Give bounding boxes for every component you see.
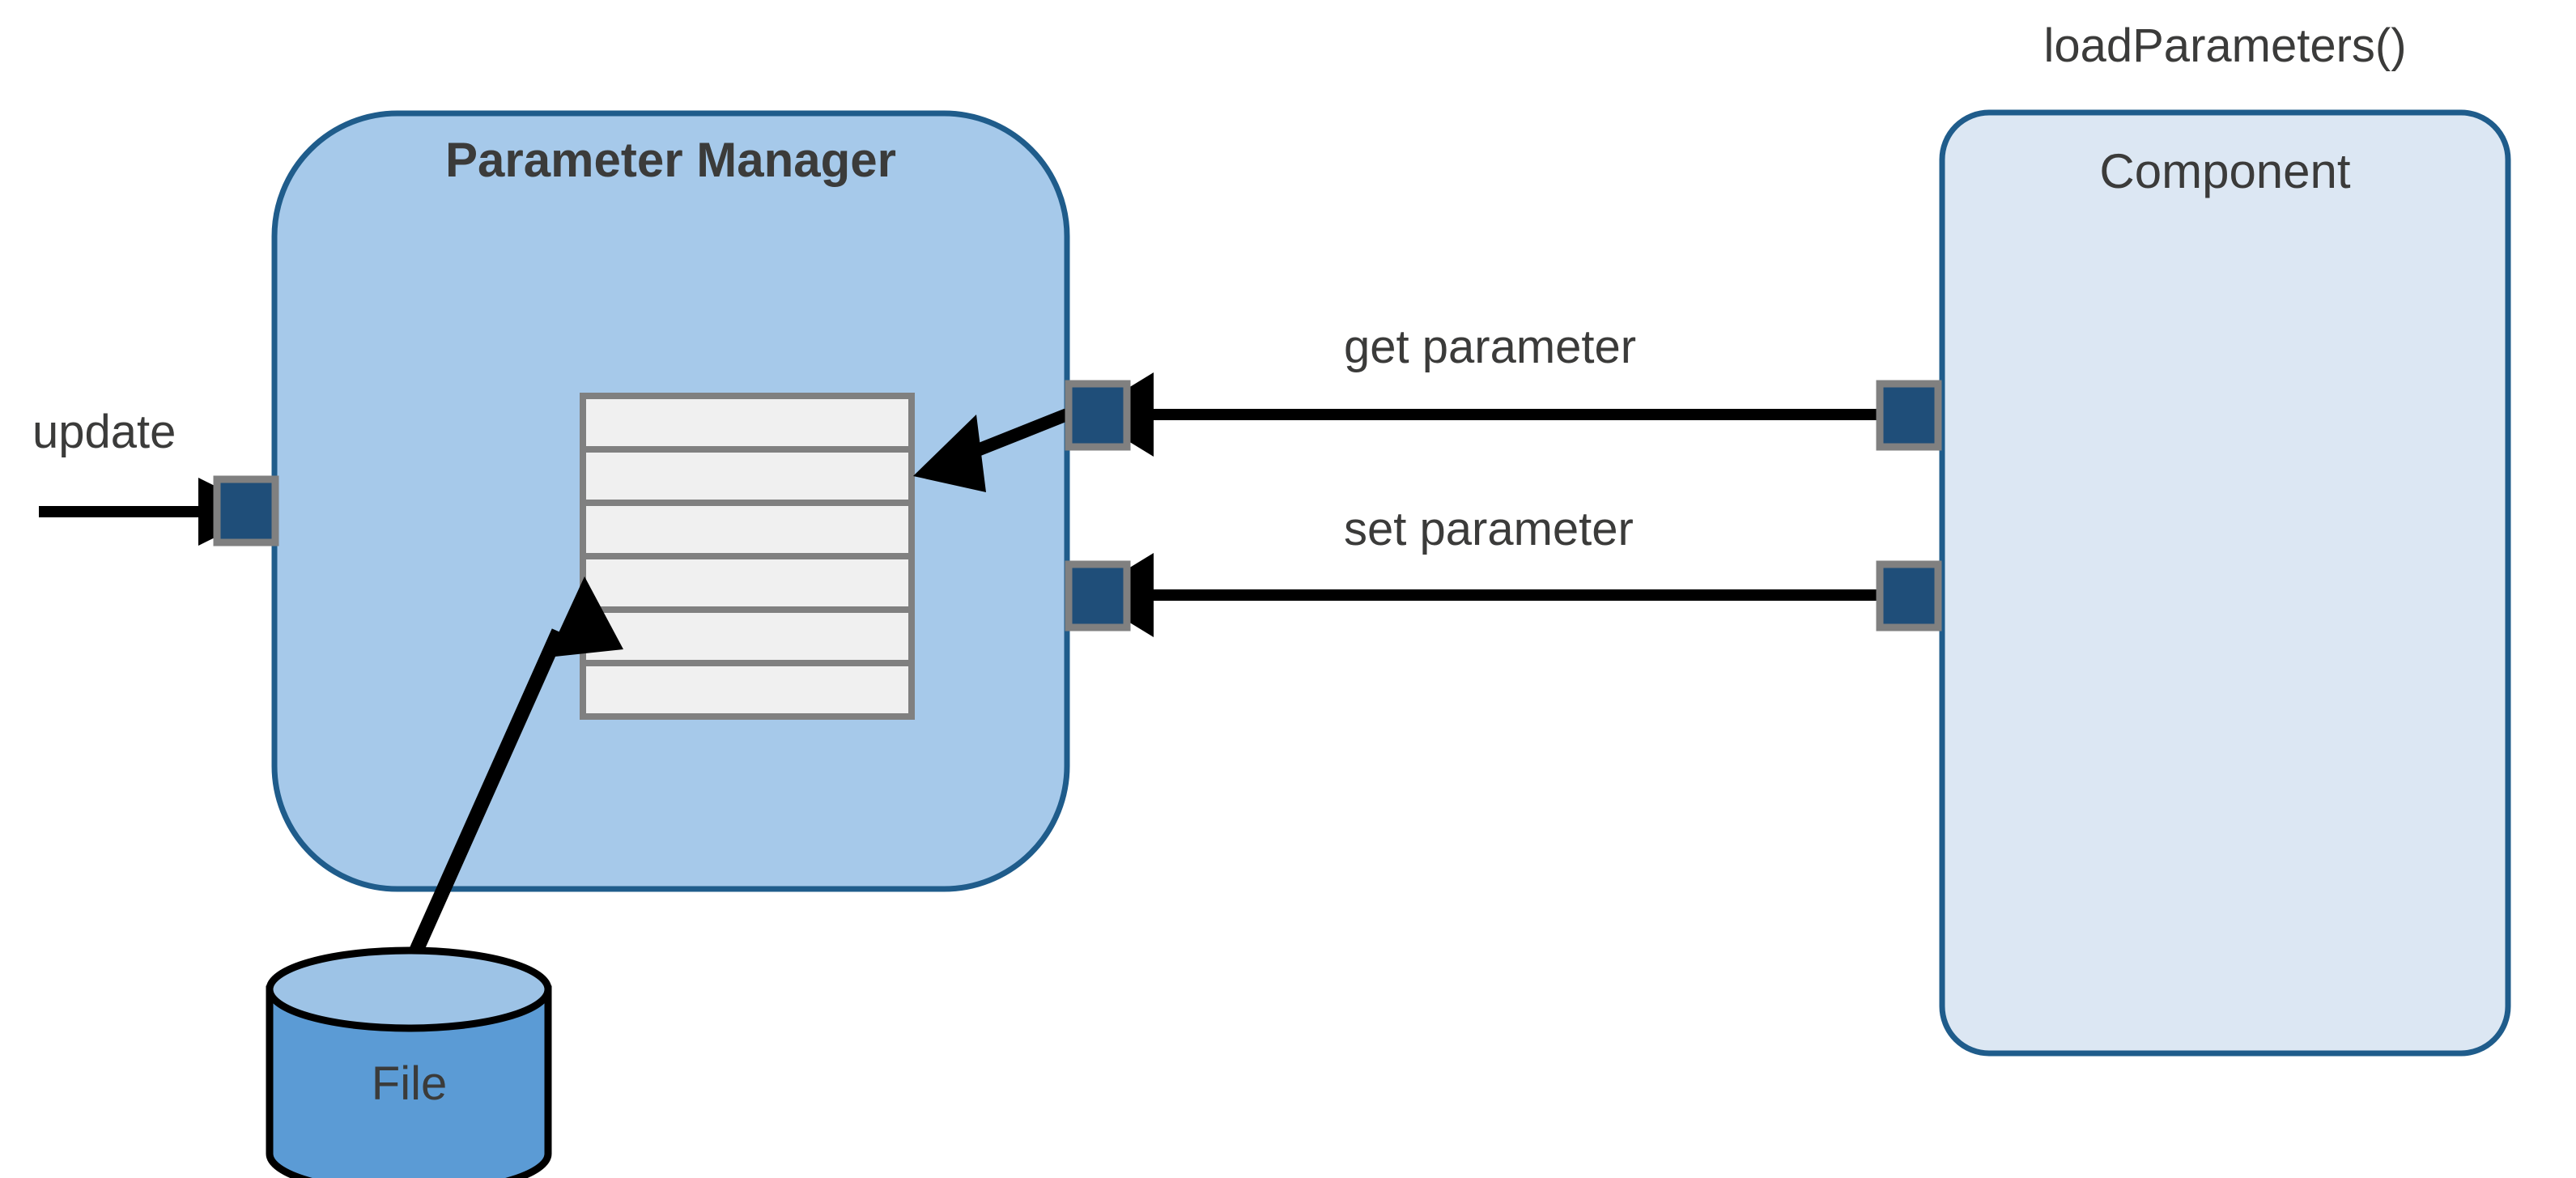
- file-label: File: [371, 1057, 448, 1110]
- cmp-get-port[interactable]: [1876, 380, 1942, 451]
- get-parameter-edge-label: get parameter: [1344, 321, 1637, 373]
- update-edge-label: update: [32, 406, 176, 458]
- component-title: Component: [2099, 144, 2351, 198]
- set-parameter-edge[interactable]: [1085, 553, 1936, 637]
- get-parameter-internal-edge[interactable]: [913, 408, 1069, 492]
- pm-get-port[interactable]: [1065, 380, 1131, 451]
- component-box[interactable]: [1939, 109, 2511, 1057]
- cmp-set-port[interactable]: [1876, 560, 1942, 632]
- file-load-edge[interactable]: [404, 576, 623, 965]
- pm-set-port[interactable]: [1065, 560, 1131, 632]
- load-parameters-annotation: loadParameters(): [2043, 19, 2407, 72]
- get-parameter-edge[interactable]: [1085, 372, 1936, 457]
- parameter-manager-title: Parameter Manager: [445, 133, 896, 187]
- set-parameter-edge-label: set parameter: [1344, 503, 1634, 555]
- pm-update-port[interactable]: [213, 475, 279, 546]
- parameter-table[interactable]: [580, 393, 915, 720]
- file-cylinder[interactable]: [266, 946, 552, 1178]
